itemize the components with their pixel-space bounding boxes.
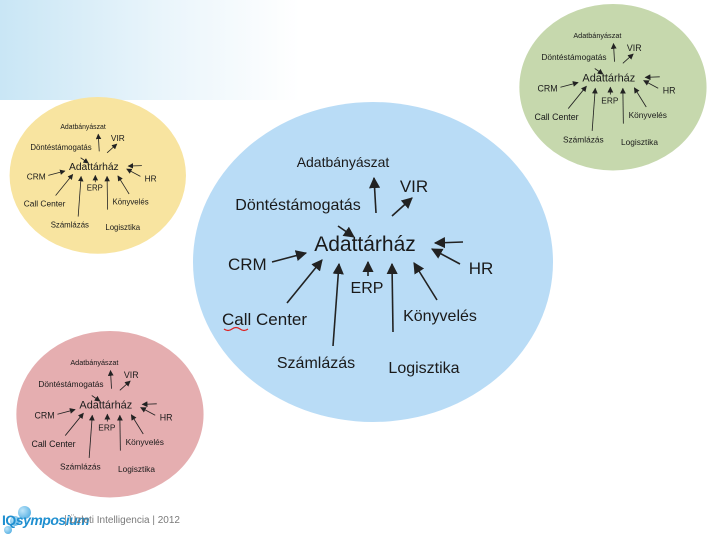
label-vir: VIR [627, 43, 642, 53]
footer-subtitle: Üzleti Intelligencia | 2012 [65, 515, 180, 526]
arrow-10 [337, 225, 355, 238]
arrow-3 [126, 168, 141, 177]
label-erp: ERP [601, 95, 619, 105]
arrow-10 [91, 395, 101, 402]
arrow-8 [117, 175, 130, 195]
label-hr: HR [663, 85, 676, 95]
arrow-0 [95, 133, 102, 152]
arrow-0 [368, 176, 381, 214]
arrow-9 [141, 401, 157, 408]
label-accounting: Könyvelés [403, 308, 477, 325]
label-datamining: Adatbányászat [60, 124, 105, 131]
footer-brand: IQsymposium Üzleti Intelligencia | 2012 [2, 504, 262, 538]
label-dss: Döntéstámogatás [541, 52, 606, 62]
arrow-7 [620, 87, 626, 124]
arrow-5 [567, 85, 587, 109]
arrow-2 [560, 81, 579, 88]
symposium-logo: IQsymposium [2, 512, 90, 528]
label-dss: Döntéstámogatás [235, 197, 360, 214]
corner-decoration [0, 0, 300, 100]
arrow-3 [643, 80, 659, 89]
label-dw: Adattárház [582, 73, 635, 85]
label-crm: CRM [27, 171, 46, 181]
arrow-8 [413, 262, 438, 301]
arrow-7 [117, 414, 123, 451]
label-logistics: Logisztika [118, 464, 155, 474]
arrow-5 [286, 259, 323, 304]
label-dw: Adattárház [314, 233, 416, 256]
label-datamining: Adatbányászat [573, 31, 621, 40]
label-accounting: Könyvelés [113, 197, 149, 206]
label-vir: VIR [111, 133, 125, 143]
arrow-5 [55, 173, 74, 196]
label-billing: Számlázás [277, 355, 355, 372]
label-datamining: Adatbányászat [70, 358, 118, 367]
label-hr: HR [469, 259, 494, 278]
arrow-9 [433, 237, 464, 249]
label-dw: Adattárház [69, 162, 119, 173]
arrow-7 [386, 262, 398, 333]
arrow-6 [88, 414, 95, 458]
arrow-6 [591, 87, 598, 131]
label-erp: ERP [87, 184, 103, 193]
label-dw: Adattárház [79, 400, 132, 412]
label-vir: VIR [124, 370, 139, 380]
arrow-8 [633, 87, 647, 108]
arrow-10 [80, 157, 89, 164]
arrow-3 [140, 407, 156, 416]
label-crm: CRM [228, 255, 267, 274]
label-accounting: Könyvelés [629, 110, 667, 120]
arrow-1 [106, 143, 118, 154]
label-dss: Döntéstámogatás [38, 379, 103, 389]
label-billing: Számlázás [51, 220, 89, 229]
arrow-9 [644, 74, 660, 81]
arrow-5 [64, 412, 84, 436]
label-logistics: Logisztika [105, 223, 140, 232]
label-billing: Számlázás [60, 461, 101, 471]
label-datamining: Adatbányászat [297, 154, 390, 170]
label-crm: CRM [35, 410, 55, 420]
label-erp: ERP [98, 422, 116, 432]
arrow-10 [594, 68, 604, 75]
label-dss: Döntéstámogatás [30, 143, 91, 152]
label-accounting: Könyvelés [126, 437, 164, 447]
arrow-1 [119, 380, 131, 391]
label-callcenter: Call Center [31, 439, 75, 449]
arrow-1 [391, 197, 413, 217]
label-crm: CRM [538, 83, 558, 93]
arrow-2 [271, 250, 308, 263]
label-hr: HR [145, 173, 157, 183]
label-logistics: Logisztika [388, 360, 459, 377]
label-erp: ERP [351, 280, 384, 297]
arrow-1 [622, 53, 634, 64]
label-hr: HR [160, 412, 173, 422]
arrow-2 [48, 169, 66, 176]
arrow-0 [107, 369, 114, 389]
label-logistics: Logisztika [621, 137, 658, 147]
arrow-8 [130, 414, 144, 435]
arrow-3 [431, 248, 461, 265]
label-callcenter: Call Center [24, 198, 66, 208]
label-callcenter: Call Center [222, 310, 307, 329]
label-callcenter: Call Center [534, 112, 578, 122]
arrow-6 [332, 262, 344, 347]
arrow-2 [57, 408, 76, 415]
label-billing: Számlázás [563, 134, 604, 144]
arrow-6 [77, 175, 84, 217]
arrow-0 [610, 42, 617, 62]
spellcheck-underline [223, 326, 249, 332]
label-vir: VIR [400, 177, 428, 196]
